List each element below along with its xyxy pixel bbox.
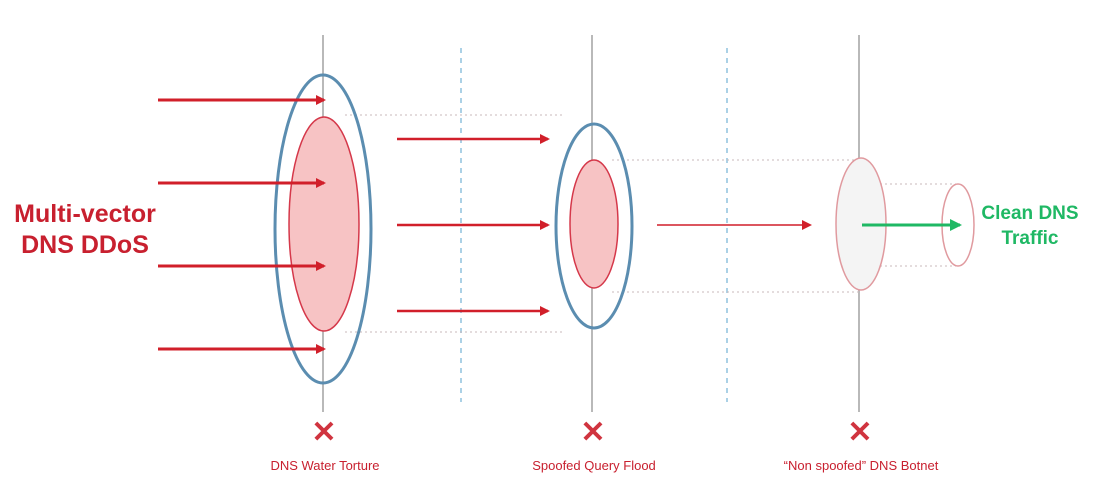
stage1-inner-ellipse	[288, 116, 360, 332]
source-label-line1: Multi-vector	[14, 200, 156, 228]
stage3-blocked-icon: ✕	[847, 416, 873, 449]
stage1-outer-ellipse	[273, 73, 373, 385]
output-label-line2: Traffic	[1001, 228, 1059, 249]
output-label-line1: Clean DNS	[981, 203, 1079, 224]
stage2-blocked-icon: ✕	[580, 416, 606, 449]
stage2-arrows	[397, 134, 550, 316]
stage2-outer-ellipse	[554, 122, 634, 330]
connector-lines	[345, 114, 958, 333]
stage1-caption: DNS Water Torture	[270, 458, 380, 473]
stage3-caption: “Non spoofed” DNS Botnet	[783, 458, 939, 473]
stage2-caption: Spoofed Query Flood	[532, 458, 656, 473]
output-label: Clean DNS Traffic	[970, 201, 1090, 251]
source-label: Multi-vector DNS DDoS	[0, 199, 170, 261]
incoming-attack-arrows	[158, 95, 326, 354]
stage2-inner-ellipse	[569, 159, 619, 289]
stage1-blocked-icon: ✕	[311, 416, 337, 449]
source-label-line2: DNS DDoS	[21, 231, 149, 259]
